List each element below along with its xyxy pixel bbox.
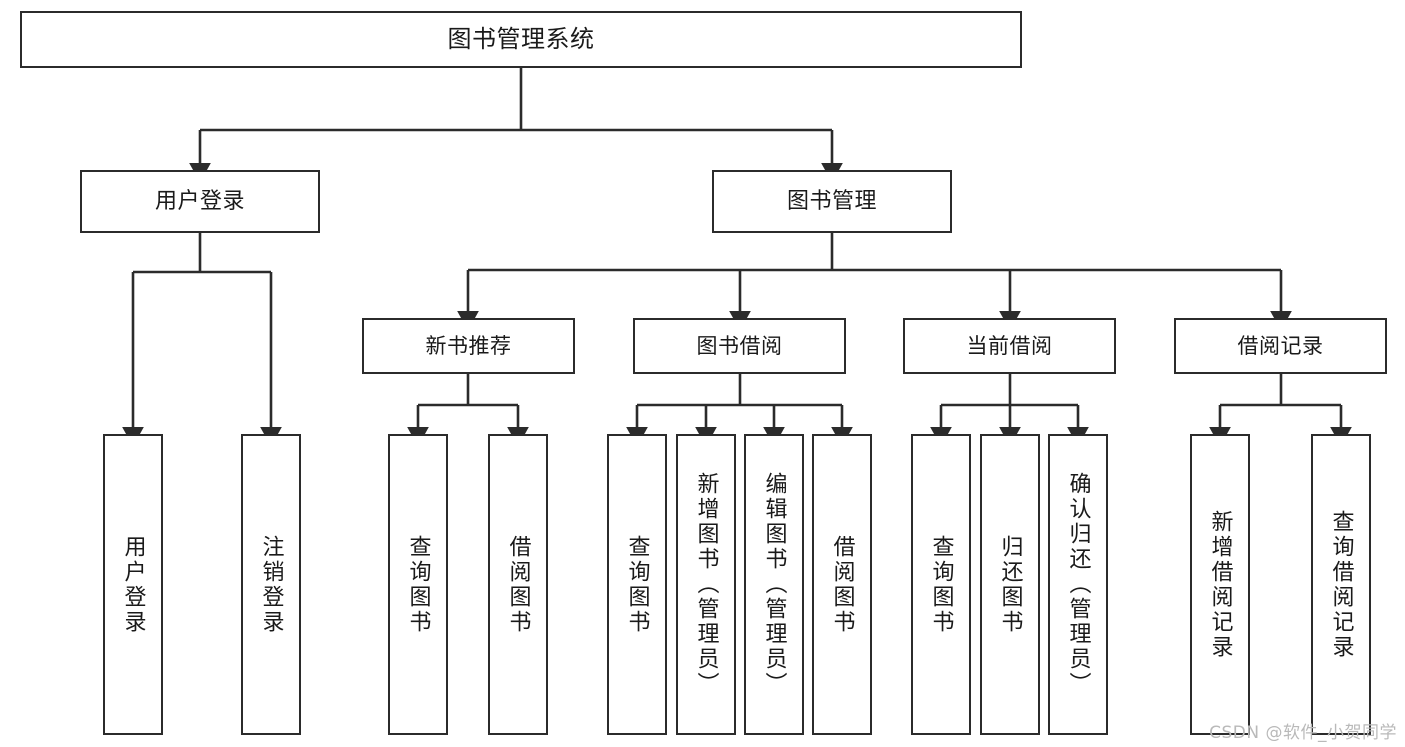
node-leaf-return-book[interactable]: 归还图书 bbox=[980, 434, 1040, 735]
node-leaf-borrow-book-1-label: 借阅图书 bbox=[505, 534, 531, 635]
node-leaf-borrow-book-2-label: 借阅图书 bbox=[829, 534, 855, 635]
node-leaf-query-record-label: 查询借阅记录 bbox=[1328, 509, 1354, 660]
node-leaf-add-book[interactable]: 新增图书（管理员） bbox=[676, 434, 736, 735]
node-borrow-record[interactable]: 借阅记录 bbox=[1174, 318, 1387, 374]
node-book-borrow[interactable]: 图书借阅 bbox=[633, 318, 846, 374]
node-new-book-recommend-label: 新书推荐 bbox=[425, 333, 512, 358]
node-leaf-add-record-label: 新增借阅记录 bbox=[1207, 509, 1233, 660]
node-leaf-logout-label: 注销登录 bbox=[258, 534, 284, 635]
node-root-label: 图书管理系统 bbox=[447, 25, 595, 54]
node-book-manage-label: 图书管理 bbox=[786, 188, 877, 214]
node-leaf-add-record[interactable]: 新增借阅记录 bbox=[1190, 434, 1250, 735]
node-new-book-recommend[interactable]: 新书推荐 bbox=[362, 318, 575, 374]
node-leaf-user-login[interactable]: 用户登录 bbox=[103, 434, 163, 735]
node-leaf-edit-book-label: 编辑图书（管理员） bbox=[761, 472, 787, 697]
node-leaf-edit-book[interactable]: 编辑图书（管理员） bbox=[744, 434, 804, 735]
node-borrow-record-label: 借阅记录 bbox=[1237, 333, 1324, 358]
node-current-borrow[interactable]: 当前借阅 bbox=[903, 318, 1116, 374]
node-book-borrow-label: 图书借阅 bbox=[696, 333, 783, 358]
node-leaf-borrow-book-2[interactable]: 借阅图书 bbox=[812, 434, 872, 735]
node-leaf-add-book-label: 新增图书（管理员） bbox=[693, 472, 719, 697]
node-leaf-confirm-return[interactable]: 确认归还（管理员） bbox=[1048, 434, 1108, 735]
node-leaf-confirm-return-label: 确认归还（管理员） bbox=[1065, 472, 1091, 697]
node-leaf-query-book-2[interactable]: 查询图书 bbox=[607, 434, 667, 735]
node-leaf-logout[interactable]: 注销登录 bbox=[241, 434, 301, 735]
node-leaf-borrow-book-1[interactable]: 借阅图书 bbox=[488, 434, 548, 735]
node-book-manage[interactable]: 图书管理 bbox=[712, 170, 952, 233]
node-leaf-query-book-3[interactable]: 查询图书 bbox=[911, 434, 971, 735]
node-root[interactable]: 图书管理系统 bbox=[20, 11, 1022, 68]
node-leaf-query-record[interactable]: 查询借阅记录 bbox=[1311, 434, 1371, 735]
node-leaf-query-book-1-label: 查询图书 bbox=[405, 534, 431, 635]
node-leaf-query-book-1[interactable]: 查询图书 bbox=[388, 434, 448, 735]
node-leaf-user-login-label: 用户登录 bbox=[120, 534, 146, 635]
node-leaf-return-book-label: 归还图书 bbox=[997, 534, 1023, 635]
node-leaf-query-book-3-label: 查询图书 bbox=[928, 534, 954, 635]
node-leaf-query-book-2-label: 查询图书 bbox=[624, 534, 650, 635]
node-current-borrow-label: 当前借阅 bbox=[966, 333, 1053, 358]
watermark-text: CSDN @软件_小贺同学 bbox=[1209, 723, 1397, 743]
node-user-login[interactable]: 用户登录 bbox=[80, 170, 320, 233]
node-user-login-label: 用户登录 bbox=[154, 188, 245, 214]
